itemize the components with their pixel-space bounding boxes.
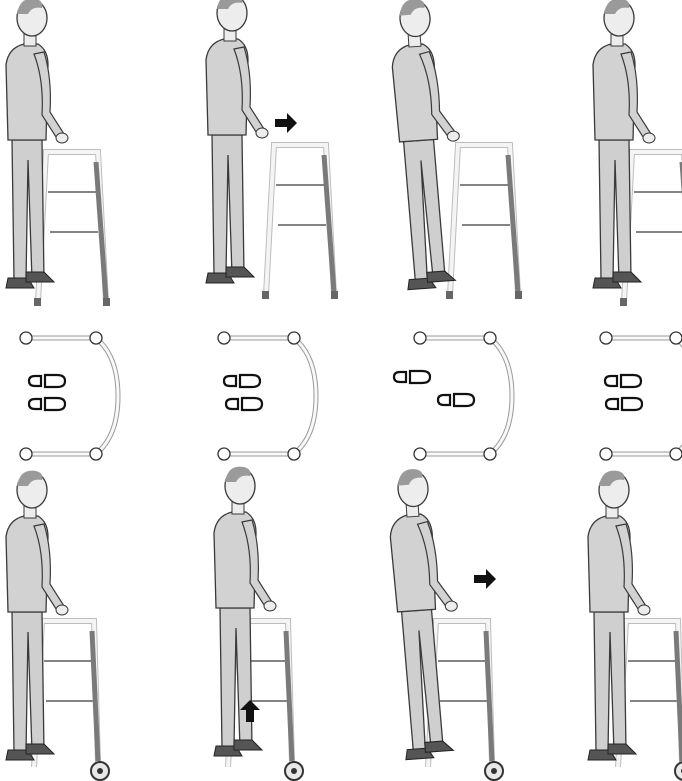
footprint-icon <box>606 398 642 410</box>
step-2-wheeled-lift <box>214 467 303 780</box>
footprint-icon <box>226 398 262 410</box>
walker-wheel-icon <box>34 621 109 780</box>
step-1-standard-standing <box>6 0 110 306</box>
footprint-icon <box>394 371 430 383</box>
footprint-icon <box>605 375 641 387</box>
walker-wheel-icon <box>618 621 682 780</box>
arrow-right-icon <box>474 569 496 589</box>
arrow-right-icon <box>275 113 297 133</box>
step-3-wheeled-step <box>386 467 503 780</box>
step-4-wheeled-standing <box>588 471 682 780</box>
overhead-2 <box>218 332 316 460</box>
footprint-icon <box>224 375 260 387</box>
overhead-4 <box>600 332 682 460</box>
overhead-1 <box>20 332 118 460</box>
footprint-icon <box>438 394 474 406</box>
step-1-wheeled-standing <box>6 471 109 780</box>
footprint-icon <box>29 398 65 410</box>
step-3-standard-step <box>388 0 522 299</box>
step-2-standard-lift <box>206 0 338 299</box>
step-4-standard-standing <box>593 0 682 306</box>
overhead-3 <box>394 332 512 460</box>
footprint-icon <box>29 375 65 387</box>
